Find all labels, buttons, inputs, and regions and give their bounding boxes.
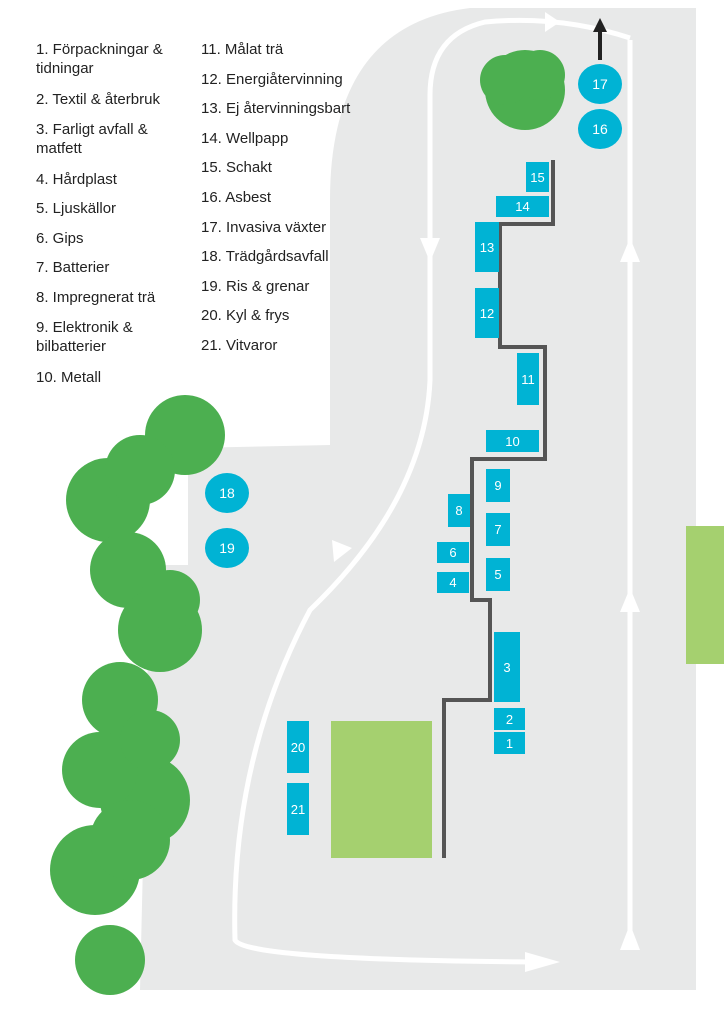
station-11: 11 — [517, 353, 539, 405]
legend-item: 3. Farligt avfall & matfett — [36, 120, 148, 157]
legend-item: 7. Batterier — [36, 259, 110, 277]
legend-item: 9. Elektronik & bilbatterier — [36, 318, 133, 355]
arrow-icon — [593, 18, 607, 32]
station-17: 17 — [578, 64, 622, 104]
road-inner — [232, 17, 631, 965]
station-20: 20 — [287, 721, 309, 773]
legend-item: 19. Ris & grenar — [201, 277, 310, 295]
station-7: 7 — [486, 513, 510, 546]
dividing-wall — [442, 160, 555, 858]
legend-item: 16. Asbest — [201, 188, 272, 206]
legend-item: 21. Vitvaror — [201, 336, 278, 354]
station-14: 14 — [496, 196, 549, 217]
station-19: 19 — [205, 528, 249, 568]
legend-left: 1. Förpackningar & tidningar 2. Textil &… — [36, 40, 196, 397]
legend-item: 2. Textil & återbruk — [36, 91, 160, 108]
station-2: 2 — [494, 708, 525, 730]
legend-item: 13. Ej återvinningsbart — [201, 100, 351, 118]
legend-item: 6. Gips — [36, 229, 84, 247]
station-12: 12 — [475, 288, 499, 338]
tree-icon — [50, 395, 225, 995]
arrow-icon — [545, 12, 560, 32]
arrow-icon — [620, 238, 640, 262]
station-15: 15 — [526, 162, 549, 192]
arrow-icon — [420, 238, 440, 262]
legend-item: 8. Impregnerat trä — [36, 288, 156, 306]
legend-item: 10. Metall — [36, 368, 102, 386]
legend-item: 18. Trädgårdsavfall — [201, 248, 329, 266]
station-21: 21 — [287, 783, 309, 835]
legend-item: 14. Wellpapp — [201, 129, 289, 147]
station-6: 6 — [437, 542, 469, 563]
station-5: 5 — [486, 558, 510, 591]
ground-area — [140, 8, 696, 990]
legend-item: 4. Hårdplast — [36, 170, 117, 188]
arrow-icon — [620, 924, 640, 950]
arrow-icon — [332, 540, 352, 562]
station-1: 1 — [494, 732, 525, 754]
legend-item: 1. Förpackningar & tidningar — [36, 41, 163, 77]
station-10: 10 — [486, 430, 539, 452]
station-4: 4 — [437, 572, 469, 593]
legend-item: 20. Kyl & frys — [201, 307, 290, 325]
legend-item: 5. Ljuskällor — [36, 200, 117, 218]
legend-item: 11. Målat trä — [201, 41, 284, 58]
station-18: 18 — [205, 473, 249, 513]
green-area-right — [686, 526, 724, 664]
station-13: 13 — [475, 222, 499, 272]
station-9: 9 — [486, 469, 510, 502]
station-8: 8 — [448, 494, 470, 527]
station-16: 16 — [578, 109, 622, 149]
green-area-center — [331, 721, 432, 858]
station-3: 3 — [494, 632, 520, 702]
legend-item: 15. Schakt — [201, 159, 272, 177]
legend-item: 12. Energiåtervinning — [201, 70, 343, 88]
legend-item: 17. Invasiva växter — [201, 218, 327, 236]
arrow-icon — [620, 588, 640, 612]
legend-right: 11. Målat trä 12. Energiåtervinning 13. … — [201, 40, 391, 366]
tree-icon — [480, 50, 565, 130]
arrow-icon — [525, 952, 560, 972]
